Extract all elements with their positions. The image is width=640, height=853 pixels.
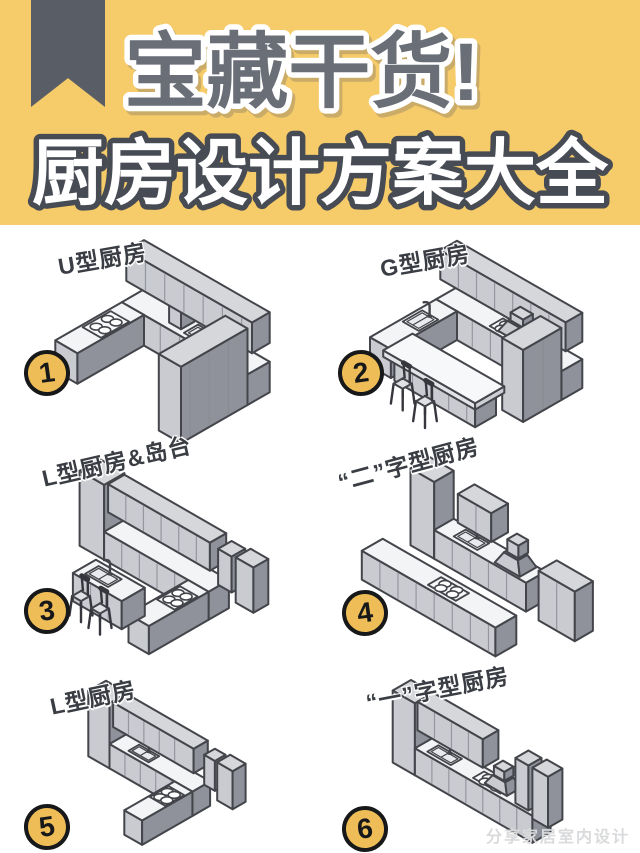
watermark: 分享家居室内设计 (485, 829, 630, 846)
kitchen-illustration-u-shape (54, 239, 271, 445)
kitchen-illustration-g-shape (369, 239, 584, 430)
title-line-2: 厨房设计方案大全 (32, 134, 609, 214)
kitchen-illustration-l-shape-island (68, 458, 270, 656)
poster-header: 宝藏干货! 厨房设计方案大全 (0, 0, 640, 225)
poster-title: 宝藏干货! 厨房设计方案大全 (26, 22, 614, 220)
title-line-1: 宝藏干货! (124, 27, 479, 118)
kitchen-illustration-l-shape (87, 679, 247, 846)
kitchen-illustration-double-galley (360, 456, 594, 658)
kitchen-illustration-single-galley (391, 679, 564, 844)
